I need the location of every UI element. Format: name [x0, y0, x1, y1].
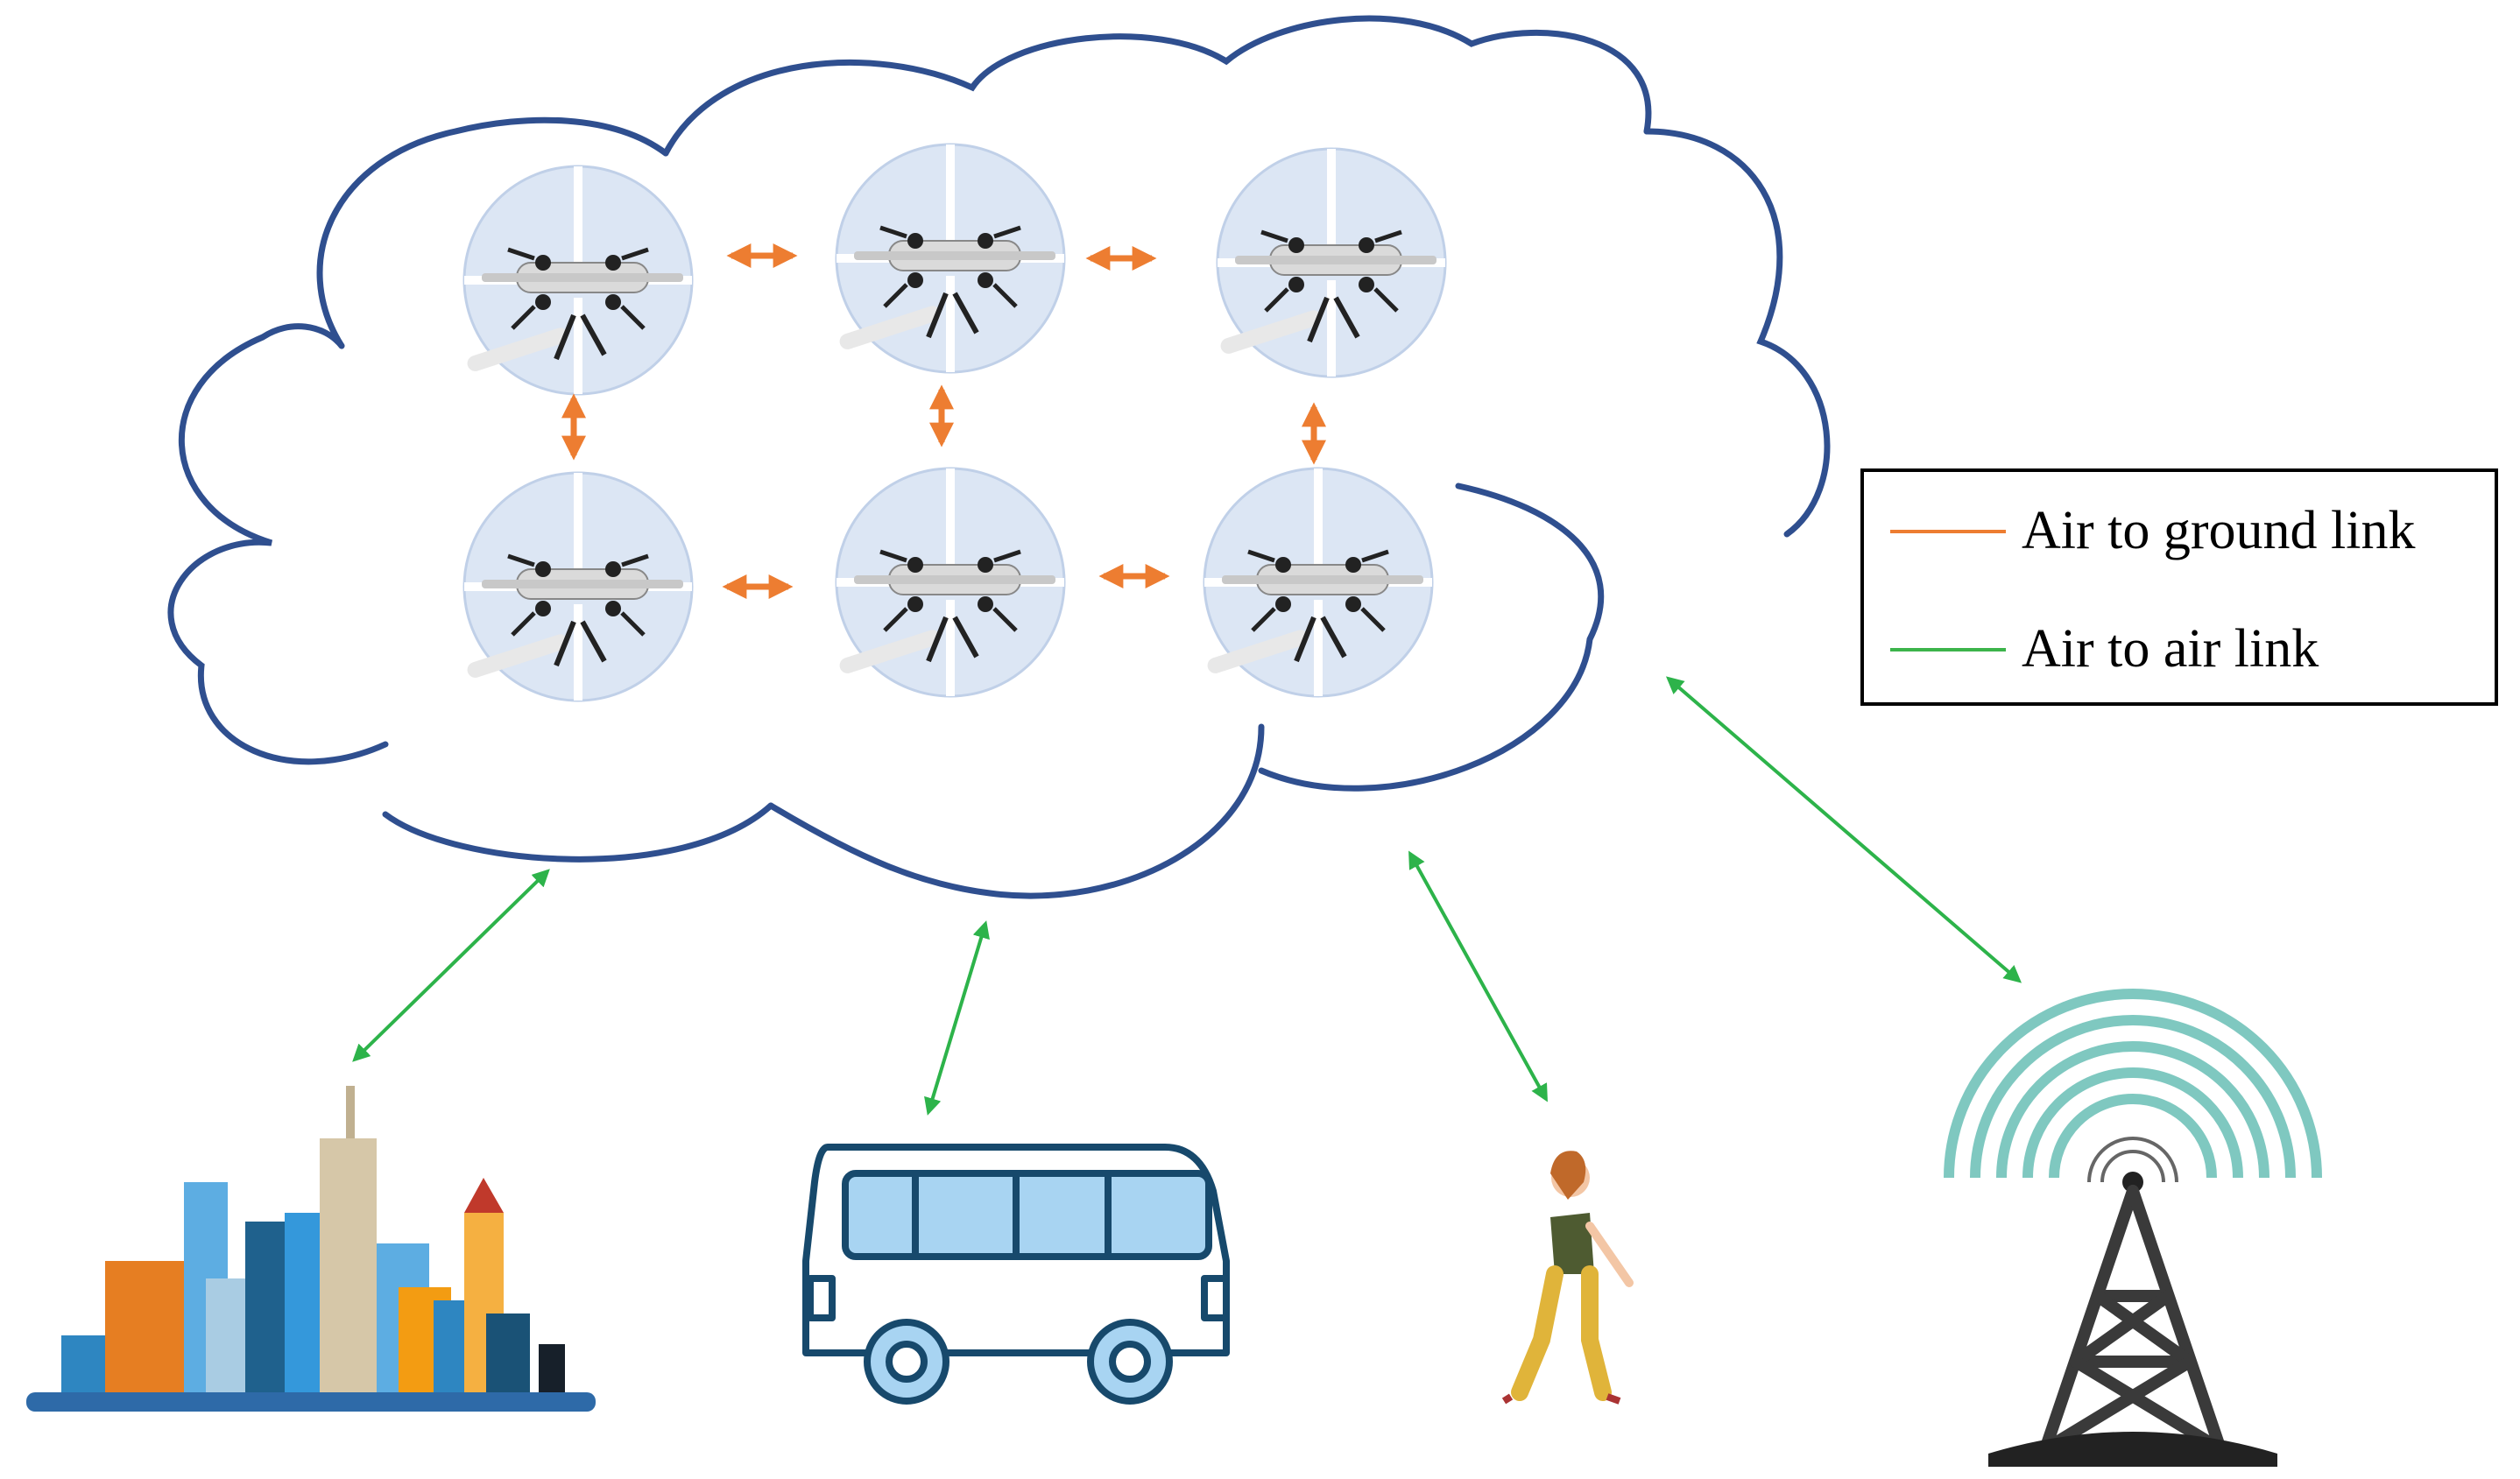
- drone-icon: [836, 468, 1064, 696]
- cloud-icon: [167, 15, 1831, 899]
- link-arrow: [924, 920, 990, 1116]
- legend-label-air-to-ground: Air to ground link: [2022, 501, 2416, 560]
- legend-item-air-to-ground: Air to ground link: [1864, 498, 2495, 560]
- tower-icon: [1944, 989, 2322, 1467]
- drone-icon: [1204, 468, 1432, 696]
- link-arrow: [1408, 850, 1548, 1102]
- link-arrow: [1665, 676, 2022, 983]
- link-arrow: [352, 869, 550, 1062]
- legend: Air to ground link Air to air link: [1860, 468, 2498, 706]
- legend-swatch-green: [1890, 648, 2006, 651]
- person-icon: [1501, 1151, 1634, 1405]
- bus-icon: [802, 1144, 1230, 1405]
- legend-item-air-to-air: Air to air link: [1864, 616, 2495, 678]
- drone-icon: [464, 473, 692, 701]
- city-icon: [26, 1086, 596, 1412]
- legend-swatch-orange: [1890, 530, 2006, 533]
- drone-icon: [464, 166, 692, 394]
- legend-label-air-to-air: Air to air link: [2022, 619, 2319, 679]
- drone-icon: [1218, 149, 1445, 377]
- drone-icon: [836, 144, 1064, 372]
